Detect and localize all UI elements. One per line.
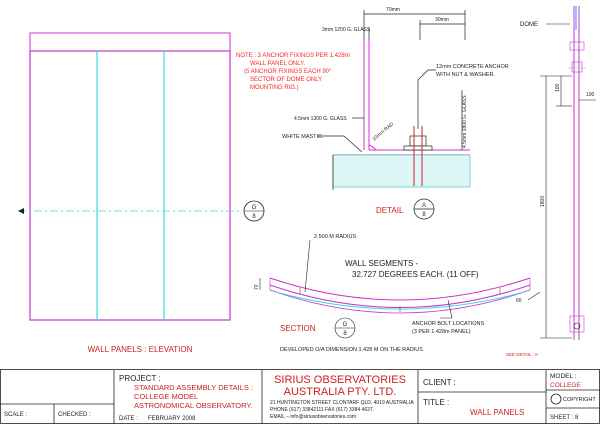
side-detail (540, 6, 596, 340)
side-caption: SEE DETAIL : K (506, 352, 538, 357)
detail-dim-30: 30mm (435, 17, 449, 23)
note-line-5: MOUNTING RIG.) (250, 85, 299, 91)
side-dim-100b-label: 100 (586, 92, 595, 98)
detail-radius-label: 10mm RAD (371, 121, 395, 142)
detail-anchor-washer (403, 145, 433, 151)
side-base-bracket (569, 315, 585, 333)
model-value: COLLEGE (550, 382, 581, 389)
note-line-2: WALL PANEL ONLY. (250, 61, 305, 67)
project-line-3: ASTRONOMICAL OBSERVATORY. (134, 401, 253, 410)
copyright-label: COPYRIGHT (563, 397, 596, 403)
detail-curved-flange (368, 144, 377, 151)
section-marker-bottom: 8 (343, 331, 347, 337)
title-value: WALL PANELS (470, 408, 524, 417)
section-bolt-2-label: (3 PER 1.428m PANEL) (412, 329, 471, 335)
elevation-view: G 8 WALL PANELS : ELEVATION (18, 32, 265, 354)
company-email: EMAIL – info@siriusobservatories.com (270, 414, 356, 420)
anchor-note: NOTE : 3 ANCHOR FIXINGS PER 1.428m WALL … (236, 53, 350, 91)
elevation-arrow (18, 208, 24, 214)
sheet-value: 8 (575, 415, 579, 421)
detail-glass-right: 4.5mm 1800 G. GLASS (462, 95, 468, 148)
detail-concrete-slab (332, 154, 471, 188)
elevation-marker-bottom: 8 (252, 214, 256, 220)
section-wall-inner (269, 284, 531, 308)
note-line-3: (5 ANCHOR FIXINGS EACH 90° (244, 69, 332, 75)
section-wall-outer (269, 277, 531, 301)
detail-anchor-leader (417, 69, 436, 129)
section-segments-2: 32.727 DEGREES EACH. (11 OFF) (352, 270, 479, 279)
detail-glass-mid: 4.5mm 1300 G. GLASS (294, 116, 347, 122)
side-base-bolt (573, 322, 581, 330)
title-label: TITLE : (423, 398, 449, 407)
section-bolt-1-label: ANCHOR BOLT LOCATIONS (412, 321, 484, 327)
section-bolt-leader (440, 299, 453, 319)
project-label: PROJECT : (119, 374, 161, 383)
section-marker-top: G (343, 322, 348, 328)
project-line-1: STANDARD ASSEMBLY DETAILS : (134, 383, 253, 392)
section-radius: 2.500 M RADIUS (314, 234, 357, 240)
detail-mastic: WHITE MASTIC. (282, 134, 324, 140)
client-label: CLIENT : (423, 378, 456, 387)
detail-view (318, 10, 471, 220)
section-view (259, 239, 541, 339)
section-radius-leader (304, 239, 311, 293)
company-phone: PHONE (617) 33842111 FAX (617) 3384 4627… (270, 407, 374, 413)
detail-glass-top: 3mm 1200 G. GLASS (322, 27, 371, 33)
detail-dim-70: 70mm (386, 7, 400, 13)
copyright-symbol (550, 393, 562, 405)
detail-anchor-nut (409, 135, 427, 147)
title-block-text: PROJECT : STANDARD ASSEMBLY DETAILS : CO… (4, 373, 596, 422)
detail-mastic-leader (318, 135, 363, 153)
elevation-caption: WALL PANELS : ELEVATION (88, 345, 193, 354)
section-dim-60-line (527, 291, 541, 301)
section-dim-60: 60 (516, 298, 522, 304)
side-dim-1800-label: 1800 (540, 196, 546, 207)
company-line-2: AUSTRALIA PTY. LTD. (284, 386, 397, 398)
section-wall-flange (269, 289, 531, 314)
company-line-1: SIRIUS OBSERVATORIES (274, 374, 406, 386)
section-developed: DEVELOPED O/A DIMENSION 1.428 M ON THE R… (280, 347, 423, 353)
detail-marker-top: A (422, 203, 426, 209)
note-line-4: SECTOR OF DOME ONLY (250, 77, 322, 83)
model-label: MODEL : (550, 373, 577, 380)
company-address: 21 HUNTINGTON STREET CLONTARF QLD. 4019 … (270, 400, 414, 406)
side-dome: DOME (520, 22, 538, 28)
side-dome-clamp (569, 41, 585, 51)
scale-label: SCALE : (4, 412, 27, 418)
elevation-marker-top: G (252, 205, 257, 211)
section-title: SECTION (280, 324, 316, 333)
date-label: DATE : (119, 416, 138, 422)
side-dim-100a-label: 100 (555, 83, 561, 92)
detail-marker-bottom: 8 (422, 212, 426, 218)
elevation-panel-frame (29, 50, 231, 321)
section-dim-70: 70 (254, 284, 260, 290)
date-value: FEBRUARY 2008 (148, 416, 196, 422)
checked-label: CHECKED : (58, 412, 91, 418)
detail-anchor-label-2: WITH NUT & WASHER. (436, 72, 495, 78)
detail-title: DETAIL (376, 206, 404, 215)
sheet-label: SHEET : (550, 415, 574, 421)
elevation-dome-band (29, 32, 231, 52)
section-text: 2.500 M RADIUS WALL SEGMENTS - 32.727 DE… (254, 234, 522, 353)
side-ring-beam (571, 61, 583, 73)
project-line-2: COLLEGE MODEL (134, 392, 198, 401)
note-line-1: NOTE : 3 ANCHOR FIXINGS PER 1.428m (236, 53, 350, 59)
side-detail-text: DOME 100 100 1800 SEE DETAIL : K (506, 22, 595, 357)
section-segments-1: WALL SEGMENTS - (345, 259, 419, 268)
detail-anchor-label-1: 12mm CONCRETE ANCHOR (436, 64, 509, 70)
